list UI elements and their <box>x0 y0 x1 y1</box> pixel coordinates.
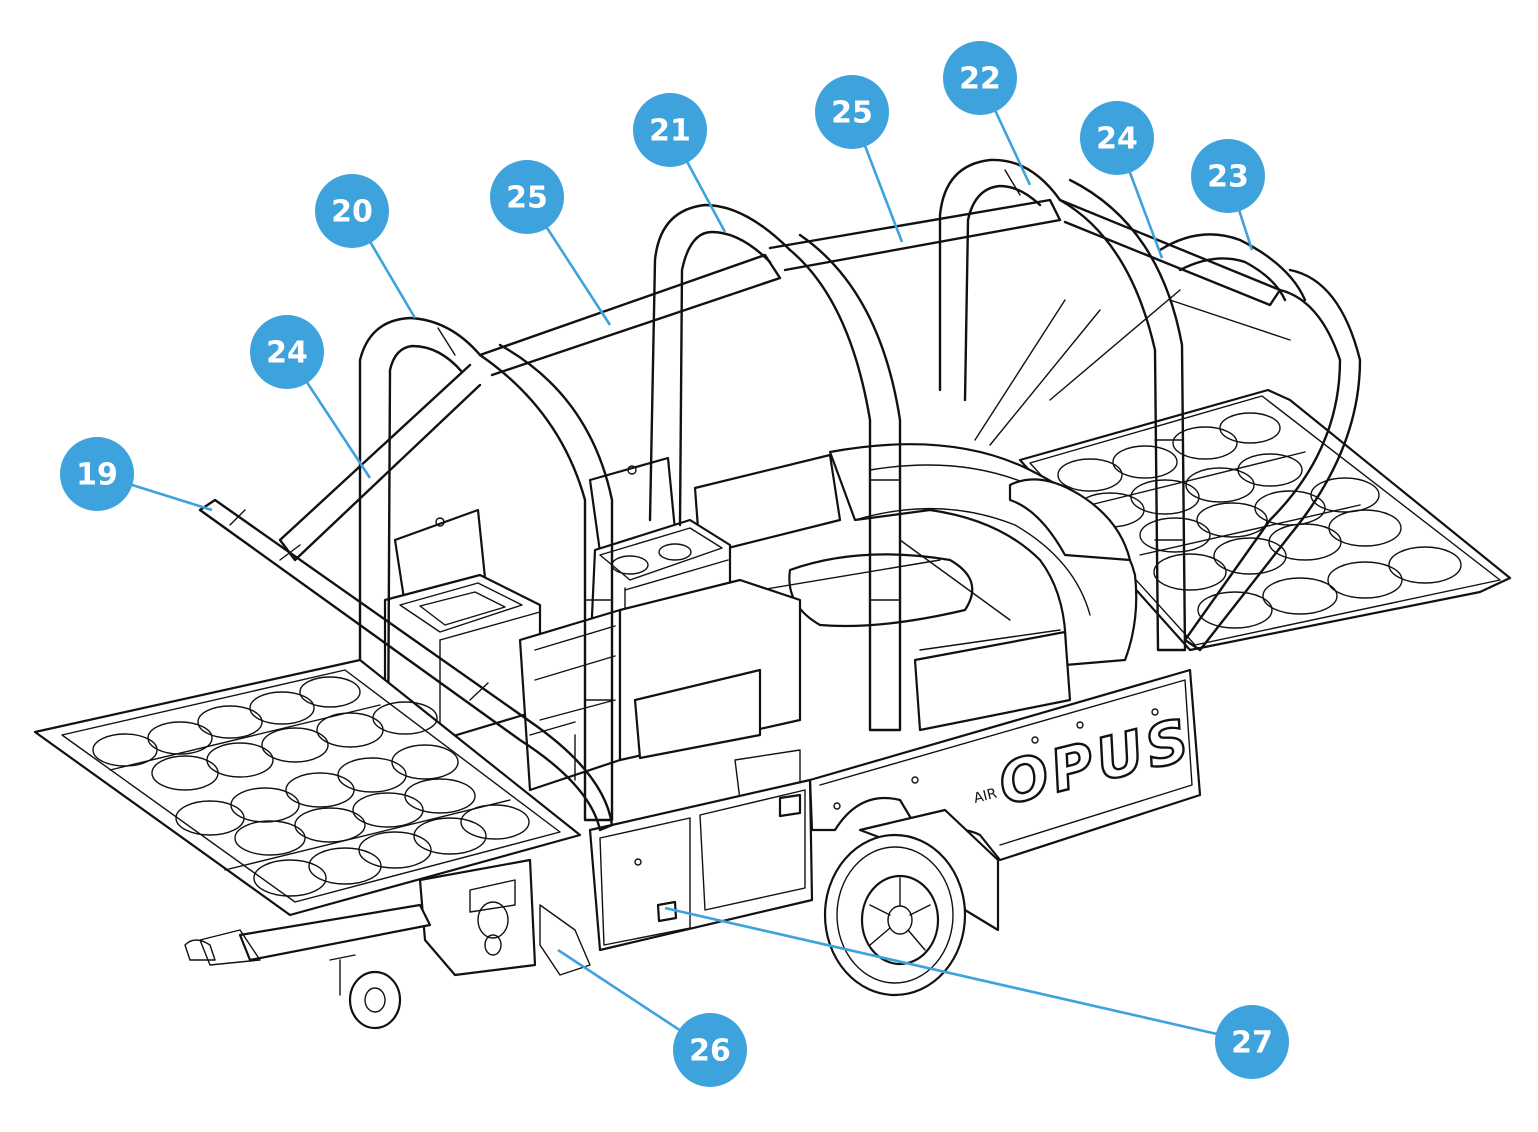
callout-number: 25 <box>506 181 548 216</box>
rear-arch-23 <box>974 233 1307 446</box>
left-side-bed-panel <box>33 658 582 917</box>
callout-number: 24 <box>266 336 308 371</box>
rear-roof-beams <box>768 198 1282 307</box>
callout-25b: 25 <box>815 75 904 243</box>
callout-23: 23 <box>1191 139 1265 251</box>
callout-layer: 19 20 21 22 23 24 24 25 25 26 27 <box>60 41 1289 1087</box>
callout-badge <box>1191 139 1265 213</box>
callout-19: 19 <box>60 437 213 512</box>
brand-prefix: AIR <box>972 786 999 807</box>
callout-badge <box>315 174 389 248</box>
front-left-arch-19 <box>198 498 614 832</box>
middle-arch-21 <box>648 203 902 732</box>
front-storage-box <box>588 778 814 952</box>
right-mattress-cells <box>1057 412 1462 629</box>
interior-seating <box>693 443 1138 732</box>
callout-26: 26 <box>557 948 747 1087</box>
callout-leader-line <box>664 906 1253 1044</box>
front-arch-20 <box>358 316 482 760</box>
right-side-bed-panel <box>1018 388 1512 652</box>
callout-badge <box>250 315 324 389</box>
camper-trailer-illustration: OPUS AIR <box>33 158 1512 1030</box>
callout-number: 24 <box>1096 122 1138 157</box>
callout-badge <box>673 1013 747 1087</box>
callout-badge <box>60 437 134 511</box>
callout-badge <box>815 75 889 149</box>
callout-number: 23 <box>1207 160 1249 195</box>
callout-number: 19 <box>76 458 118 493</box>
kitchen-cabinetry <box>518 578 802 801</box>
wheel <box>823 833 967 997</box>
callout-27: 27 <box>664 906 1289 1079</box>
callout-number: 22 <box>959 62 1001 97</box>
callout-badge <box>943 41 1017 115</box>
callout-25a: 25 <box>490 160 612 326</box>
callout-number: 21 <box>649 114 691 149</box>
callout-number: 25 <box>831 96 873 131</box>
callout-badge <box>633 93 707 167</box>
left-mattress-cells <box>92 676 530 897</box>
callout-24a: 24 <box>250 315 372 479</box>
callout-24b: 24 <box>1080 101 1164 259</box>
rear-awning-arch-22 <box>938 158 1062 402</box>
callout-number: 27 <box>1231 1026 1273 1061</box>
callout-22: 22 <box>943 41 1032 186</box>
rear-main-arch <box>1058 178 1362 652</box>
callout-badge <box>490 160 564 234</box>
callout-badge <box>1080 101 1154 175</box>
front-drawbar-and-jockey-wheel <box>184 858 591 1030</box>
callout-21: 21 <box>633 93 727 233</box>
body-right-side: OPUS AIR <box>808 668 1202 862</box>
callout-number: 20 <box>331 195 373 230</box>
callout-20: 20 <box>315 174 417 319</box>
callout-badge <box>1215 1005 1289 1079</box>
callout-number: 26 <box>689 1034 731 1069</box>
